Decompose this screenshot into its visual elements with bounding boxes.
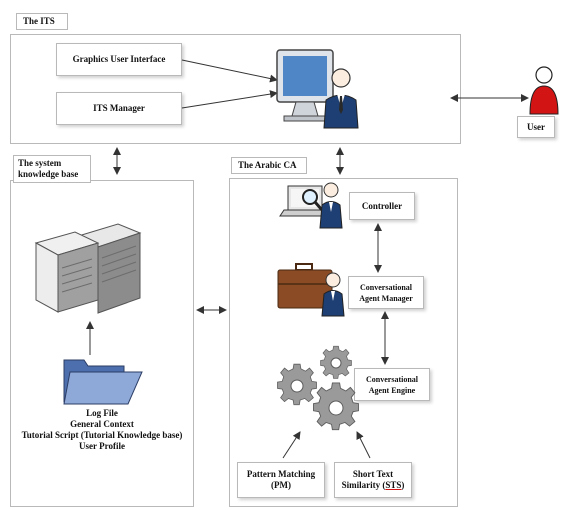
agent-manager-box: Conversational Agent Manager bbox=[348, 276, 424, 309]
user-figure-icon bbox=[529, 66, 559, 115]
kb-item-user-profile: User Profile bbox=[79, 441, 125, 451]
gui-to-monitor-arrow bbox=[181, 59, 278, 83]
controller-person-icon bbox=[319, 182, 343, 229]
kb-item-tutorial-script: Tutorial Script (Tutorial Knowledge base… bbox=[21, 430, 183, 440]
folder-icon bbox=[63, 359, 143, 405]
agent-manager-line2: Agent Manager bbox=[359, 294, 413, 303]
sts-label: Short Text Similarity (STS) bbox=[335, 469, 411, 491]
briefcase-icon bbox=[277, 263, 333, 309]
sts-line2-suffix: ) bbox=[401, 480, 405, 490]
controller-label: Controller bbox=[361, 201, 403, 211]
pm-label: Pattern Matching (PM) bbox=[238, 469, 324, 491]
gui-label: Graphics User Interface bbox=[72, 54, 166, 64]
kb-item-general-context: General Context bbox=[70, 419, 134, 429]
agent-manager-line1: Conversational bbox=[360, 283, 412, 292]
manager-person-icon bbox=[321, 272, 345, 317]
pm-to-gears-arrow bbox=[282, 431, 301, 459]
pm-line2: (PM) bbox=[271, 480, 291, 490]
its-manager-box: ITS Manager bbox=[56, 92, 182, 125]
gear-icon bbox=[277, 345, 359, 431]
sts-line2: Similarity (STS) bbox=[335, 480, 411, 491]
kb-item-log-file: Log File bbox=[86, 408, 118, 418]
sts-line2-prefix: Similarity ( bbox=[341, 480, 386, 490]
agent-engine-line1: Conversational bbox=[366, 375, 418, 384]
sts-to-gears-arrow bbox=[356, 431, 371, 459]
sts-abbr: STS bbox=[385, 480, 402, 490]
agent-manager-label: Conversational Agent Manager bbox=[349, 282, 423, 304]
kb-title-line2: knowledge base bbox=[18, 169, 79, 179]
magnifier-icon bbox=[302, 189, 324, 211]
agent-engine-line2: Agent Engine bbox=[368, 386, 416, 395]
ca-container bbox=[229, 178, 458, 507]
its-manager-label: ITS Manager bbox=[93, 103, 145, 113]
sts-line1: Short Text bbox=[352, 469, 394, 479]
agent-engine-box: Conversational Agent Engine bbox=[354, 368, 430, 401]
kb-title-line1: The system bbox=[18, 158, 62, 168]
its-title: The ITS bbox=[16, 13, 68, 30]
pm-box: Pattern Matching (PM) bbox=[237, 462, 325, 498]
pm-line1: Pattern Matching bbox=[246, 469, 316, 479]
user-box: User bbox=[517, 116, 555, 138]
computer-monitor-icon bbox=[276, 49, 334, 122]
controller-box: Controller bbox=[349, 192, 415, 220]
server-icon bbox=[34, 223, 142, 314]
user-label: User bbox=[527, 122, 545, 132]
kb-title: The system knowledge base bbox=[13, 155, 91, 183]
gui-box: Graphics User Interface bbox=[56, 43, 182, 76]
manager-to-monitor-arrow bbox=[181, 90, 278, 109]
ca-title: The Arabic CA bbox=[231, 157, 307, 174]
sts-box: Short Text Similarity (STS) bbox=[334, 462, 412, 498]
person-icon bbox=[323, 68, 359, 129]
kb-items: Log File General Context Tutorial Script… bbox=[10, 408, 194, 452]
agent-engine-label: Conversational Agent Engine bbox=[355, 374, 429, 396]
